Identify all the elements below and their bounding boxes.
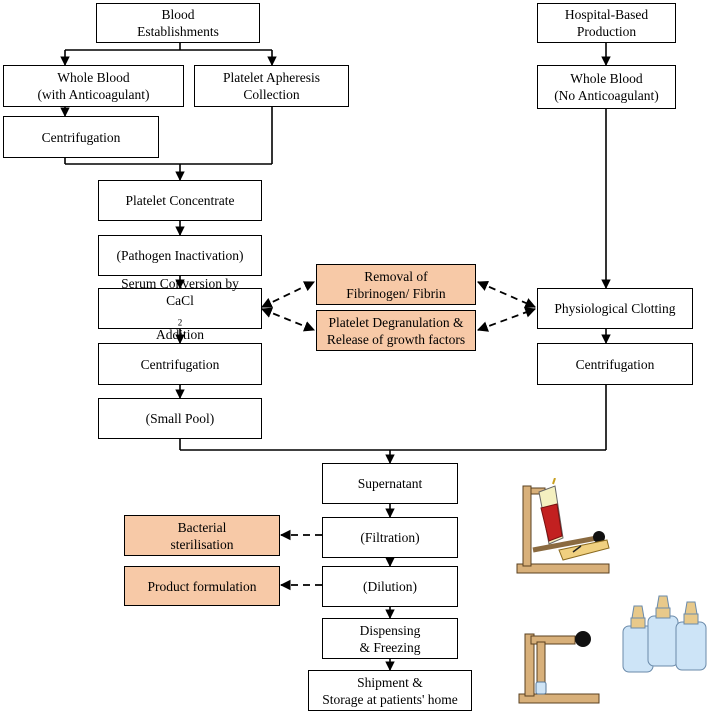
node-supernatant: Supernatant	[322, 463, 458, 504]
node-platelet-degranulation: Platelet Degranulation &Release of growt…	[316, 310, 476, 351]
node-dilution: (Dilution)	[322, 566, 458, 607]
dispensing-apparatus-icon	[518, 631, 600, 704]
node-dispensing-freezing: Dispensing& Freezing	[322, 618, 458, 659]
dashed-arrow	[476, 307, 537, 332]
filtration-apparatus-icon	[516, 478, 610, 574]
node-whole-blood-anticoagulant: Whole Blood(with Anticoagulant)	[3, 65, 184, 107]
node-platelet-concentrate: Platelet Concentrate	[98, 180, 262, 221]
vials-icon	[622, 595, 707, 673]
dashed-arrow	[477, 280, 536, 309]
node-shipment-storage: Shipment &Storage at patients' home	[308, 670, 472, 711]
node-pathogen-inactivation: (Pathogen Inactivation)	[98, 235, 262, 276]
node-product-formulation: Product formulation	[124, 566, 280, 606]
node-centrifugation-3: Centrifugation	[537, 343, 693, 385]
node-small-pool: (Small Pool)	[98, 398, 262, 439]
node-centrifugation-2: Centrifugation	[98, 343, 262, 385]
node-physiological-clotting: Physiological Clotting	[537, 288, 693, 329]
dashed-arrow	[261, 281, 315, 308]
node-centrifugation-1: Centrifugation	[3, 116, 159, 158]
node-filtration: (Filtration)	[322, 517, 458, 558]
node-whole-blood-no-anticoagulant: Whole Blood(No Anticoagulant)	[537, 65, 676, 109]
dashed-arrow	[260, 307, 316, 332]
